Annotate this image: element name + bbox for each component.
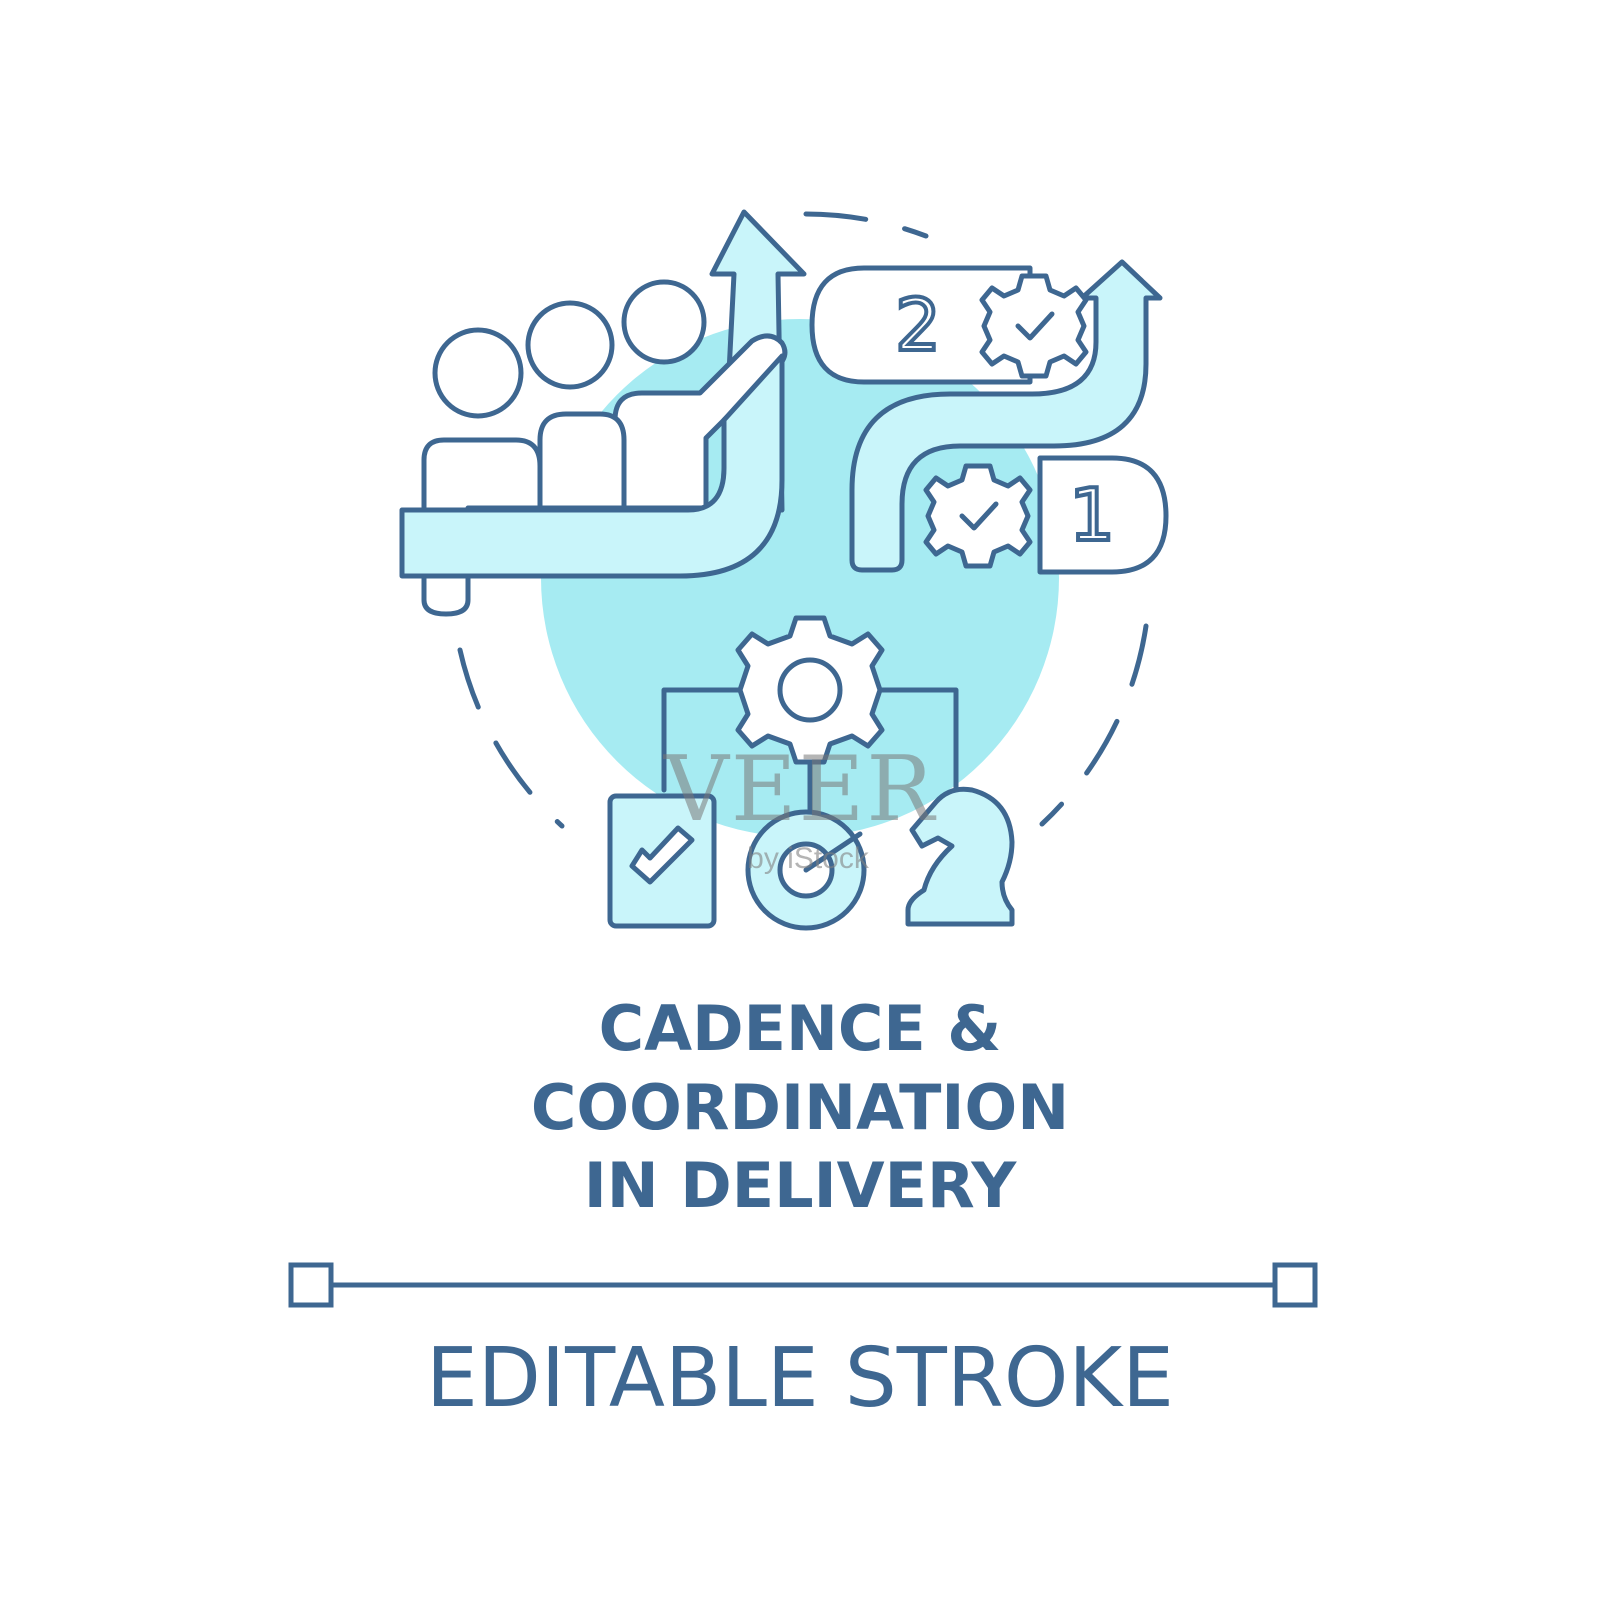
process-diagram-icon	[607, 615, 1015, 931]
concept-icon: 2 1	[399, 209, 1169, 931]
title-line-1: CADENCE &	[598, 992, 1002, 1065]
roadmap-icon	[809, 259, 1169, 575]
editable-stroke-line	[288, 1262, 1318, 1308]
title-line-3: IN DELIVERY	[583, 1149, 1017, 1222]
checklist-icon	[607, 793, 717, 929]
step-number-1: 1	[1069, 473, 1115, 557]
gear-icon	[923, 463, 1033, 569]
caption: EDITABLE STROKE	[425, 1331, 1174, 1426]
step-number-2: 2	[895, 283, 941, 367]
target-icon	[745, 809, 867, 931]
stroke-handle-right	[1272, 1262, 1318, 1308]
chess-piece-icon	[905, 786, 1015, 927]
gear-icon	[979, 273, 1089, 379]
team-icon	[399, 279, 788, 617]
title-line-2: COORDINATION	[530, 1071, 1070, 1144]
dashed-orbit	[457, 211, 1149, 829]
stroke-handle-left	[288, 1262, 334, 1308]
gear-icon	[735, 615, 885, 765]
